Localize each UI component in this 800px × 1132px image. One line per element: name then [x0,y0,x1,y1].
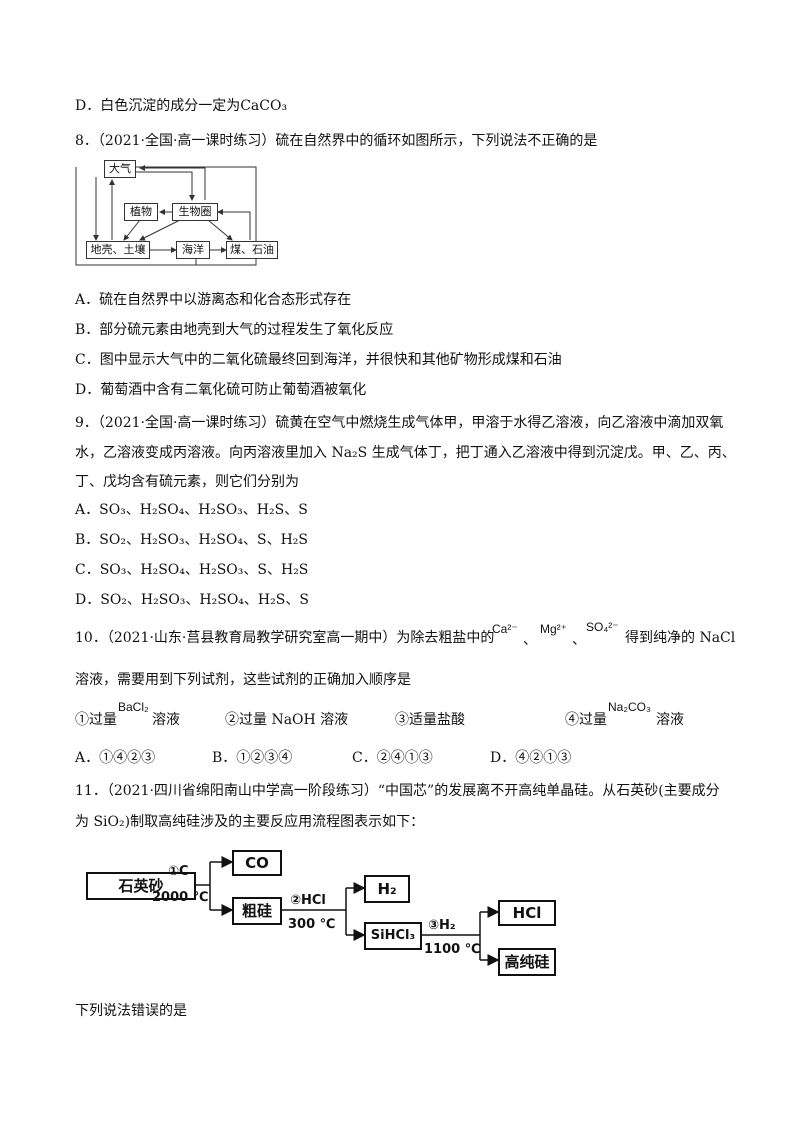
q11-stem-line1: 11．（2021·四川省绵阳南山中学高一阶段练习）“中国芯”的发展离不开高纯单晶… [75,783,720,799]
node-pure-silicon: 高纯硅 [498,948,556,976]
reagent-1-label: ①过量 [75,712,117,728]
q10-option-d: D．④②①③ [490,750,572,766]
q9-option-b: B．SO₂、H₂SO₃、H₂SO₄、S、H₂S [75,532,308,548]
q9-stem-line3: 丁、戊均含有硫元素，则它们分别为 [75,474,299,490]
q7-option-d: D．白色沉淀的成分一定为CaCO₃ [75,98,288,114]
node-plants: 植物 [124,203,158,221]
node-co: CO [232,850,282,876]
q10-stem-start: 10．（2021·山东·莒县教育局教学研究室高一期中）为除去粗盐中的 [75,630,495,646]
q10-stem-end: 得到纯净的 NaCl [625,630,736,646]
node-coal-oil: 煤、石油 [226,241,278,259]
q8-stem: 8．（2021·全国·高一课时练习）硫在自然界中的循环如图所示，下列说法不正确的… [75,133,598,149]
reagent-4-suffix: 溶液 [656,712,684,728]
q10-separator-2: 、 [572,632,586,648]
q8-option-d: D．葡萄酒中含有二氧化硫可防止葡萄酒被氧化 [75,382,367,398]
node-hcl: HCl [498,900,556,926]
node-quartz-sand: 石英砂 [86,872,196,900]
node-atmosphere: 大气 [104,160,136,178]
q8-option-c: C．图中显示大气中的二氧化硫最终回到海洋，并很快和其他矿物形成煤和石油 [75,352,562,368]
q10-option-b: B．①②③④ [212,750,293,766]
q10-option-c: C．②④①③ [352,750,433,766]
q9-option-d: D．SO₂、H₂SO₃、H₂SO₄、H₂S、S [75,592,309,608]
reagent-3: ③适量盐酸 [395,712,465,728]
q11-stem-line2: 为 SiO₂)制取高纯硅涉及的主要反应用流程图表示如下： [75,814,425,830]
node-biosphere: 生物圈 [172,203,218,221]
ion-sulfate: SO₄²⁻ [586,620,619,634]
q10-option-a: A．①④②③ [75,750,156,766]
q9-stem-line2: 水，乙溶液变成丙溶液。向丙溶液里加入 Na₂S 生成气体丁，把丁通入乙溶液中得到… [75,445,736,461]
q9-option-a: A．SO₃、H₂SO₄、H₂SO₃、H₂S、S [75,502,308,518]
node-crust-soil: 地壳、土壤 [86,241,150,259]
q8-option-a: A．硫在自然界中以游离态和化合态形式存在 [75,292,352,308]
q8-option-b: B．部分硫元素由地壳到大气的过程发生了氧化反应 [75,322,394,338]
step-3-reagent: ③H₂ [428,918,456,933]
node-h2: H₂ [364,875,410,903]
node-crude-silicon: 粗硅 [232,897,282,925]
step-1-reagent: ①C [168,864,189,879]
q9-option-c: C．SO₃、H₂SO₄、H₂SO₃、S、H₂S [75,562,309,578]
step-3-temperature: 1100 ℃ [424,942,481,957]
node-sihcl3: SiHCl₃ [364,922,422,950]
step-2-reagent: ②HCl [290,893,326,908]
step-2-temperature: 300 ℃ [288,917,336,932]
step-1-temperature: 2000 ℃ [152,890,209,905]
ion-magnesium: Mg²⁺ [540,622,567,636]
q9-stem-line1: 9．（2021·全国·高一课时练习）硫黄在空气中燃烧生成气体甲，甲溶于水得乙溶液… [75,415,724,431]
node-ocean: 海洋 [176,241,210,259]
q11-tail: 下列说法错误的是 [75,1003,187,1019]
ion-calcium: Ca²⁻ [492,622,518,636]
reagent-4-formula: Na₂CO₃ [608,700,651,714]
q10-separator-1: 、 [523,632,537,648]
reagent-1-suffix: 溶液 [152,712,180,728]
reagent-1-formula: BaCl₂ [118,700,149,714]
reagent-4-label: ④过量 [565,712,607,728]
reagent-2: ②过量 NaOH 溶液 [225,712,349,728]
q10-stem-line2: 溶液，需要用到下列试剂，这些试剂的正确加入顺序是 [75,672,411,688]
